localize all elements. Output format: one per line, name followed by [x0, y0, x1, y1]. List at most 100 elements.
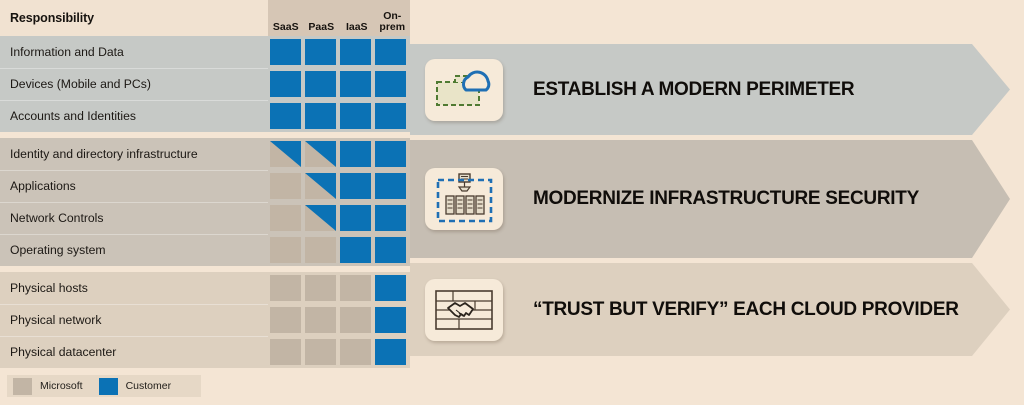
responsibility-cell-saas-microsoft[interactable] — [270, 205, 301, 231]
table-row[interactable]: Applications — [0, 170, 410, 202]
responsibility-cell-paas-customer[interactable] — [305, 71, 336, 97]
responsibility-cell-iaas-customer[interactable] — [340, 39, 371, 65]
responsibility-cell-iaas-customer[interactable] — [340, 173, 371, 199]
row-group-label-background — [0, 272, 268, 368]
row-group-label-background — [0, 138, 268, 266]
table-row-label: Applications — [10, 179, 76, 193]
table-header-col-onprem: On-prem — [375, 0, 411, 36]
responsibility-cell-iaas-customer[interactable] — [340, 141, 371, 167]
responsibility-cell-onprem-customer[interactable] — [375, 339, 406, 365]
responsibility-cell-saas-customer[interactable] — [270, 71, 301, 97]
responsibility-cell-iaas-microsoft[interactable] — [340, 275, 371, 301]
table-row-label: Network Controls — [10, 211, 104, 225]
responsibility-cell-saas-customer[interactable] — [270, 103, 301, 129]
responsibility-cell-paas-microsoft[interactable] — [305, 275, 336, 301]
responsibility-cell-saas-microsoft[interactable] — [270, 339, 301, 365]
responsibility-table: Responsibility SaaS PaaS IaaS On-prem — [0, 0, 410, 368]
row-separator — [0, 170, 268, 171]
table-header-col-iaas: IaaS — [339, 0, 375, 36]
table-row-cells — [268, 36, 410, 68]
responsibility-cell-saas-microsoft[interactable] — [270, 173, 301, 199]
handshake-contract-icon — [425, 279, 503, 341]
responsibility-cell-iaas-microsoft[interactable] — [340, 339, 371, 365]
table-row[interactable]: Accounts and Identities — [0, 100, 410, 132]
banner-title-establish-modern-perimeter: ESTABLISH A MODERN PERIMETER — [533, 78, 855, 100]
responsibility-cell-iaas-customer[interactable] — [340, 103, 371, 129]
table-header-col-paas: PaaS — [304, 0, 340, 36]
table-header-col-paas-label: PaaS — [308, 21, 335, 33]
responsibility-cell-paas-microsoft[interactable] — [305, 307, 336, 333]
responsibility-cell-saas-microsoft[interactable] — [270, 307, 301, 333]
table-row[interactable]: Operating system — [0, 234, 410, 266]
responsibility-cell-paas-microsoft[interactable] — [305, 339, 336, 365]
row-group-gap — [0, 132, 410, 138]
table-row-label: Physical network — [10, 313, 102, 327]
table-header-responsibility-label: Responsibility — [10, 11, 95, 25]
responsibility-cell-saas-shared[interactable] — [270, 141, 301, 167]
table-row-cells — [268, 234, 410, 266]
table-header-col-saas: SaaS — [268, 0, 304, 36]
responsibility-cell-onprem-customer[interactable] — [375, 141, 406, 167]
table-row[interactable]: Physical network — [0, 304, 410, 336]
legend-item-microsoft: Microsoft — [13, 377, 83, 395]
table-header-columns: SaaS PaaS IaaS On-prem — [268, 0, 410, 36]
table-row-label: Physical hosts — [10, 281, 88, 295]
table-row-cells — [268, 336, 410, 368]
responsibility-cell-saas-microsoft[interactable] — [270, 237, 301, 263]
table-row-cells — [268, 138, 410, 170]
responsibility-cell-saas-customer[interactable] — [270, 39, 301, 65]
row-separator — [0, 234, 268, 235]
legend-label-microsoft: Microsoft — [40, 380, 83, 392]
responsibility-cell-paas-shared[interactable] — [305, 141, 336, 167]
responsibility-cell-onprem-customer[interactable] — [375, 205, 406, 231]
banner-establish-modern-perimeter: ESTABLISH A MODERN PERIMETER — [410, 44, 1010, 135]
table-row-label: Information and Data — [10, 45, 124, 59]
banner-title-trust-but-verify: “TRUST BUT VERIFY” EACH CLOUD PROVIDER — [533, 298, 959, 320]
legend-label-customer: Customer — [125, 380, 172, 392]
table-row-label: Identity and directory infrastructure — [10, 147, 198, 161]
table-row-cells — [268, 272, 410, 304]
responsibility-cell-onprem-customer[interactable] — [375, 39, 406, 65]
responsibility-cell-saas-microsoft[interactable] — [270, 275, 301, 301]
table-row[interactable]: Devices (Mobile and PCs) — [0, 68, 410, 100]
responsibility-cell-paas-customer[interactable] — [305, 39, 336, 65]
responsibility-cell-paas-microsoft[interactable] — [305, 237, 336, 263]
table-row-cells — [268, 304, 410, 336]
banner-modernize-infrastructure-security: MODERNIZE INFRASTRUCTURE SECURITY — [410, 140, 1010, 258]
table-row[interactable]: Physical hosts — [0, 272, 410, 304]
responsibility-cell-onprem-customer[interactable] — [375, 307, 406, 333]
table-row-label: Devices (Mobile and PCs) — [10, 77, 151, 91]
row-separator — [0, 304, 268, 305]
responsibility-cell-iaas-customer[interactable] — [340, 71, 371, 97]
responsibility-cell-iaas-customer[interactable] — [340, 237, 371, 263]
responsibility-cell-paas-customer[interactable] — [305, 103, 336, 129]
responsibility-cell-paas-shared[interactable] — [305, 205, 336, 231]
responsibility-cell-onprem-customer[interactable] — [375, 275, 406, 301]
row-group-label-background — [0, 36, 268, 132]
banner-title-modernize-infrastructure-security: MODERNIZE INFRASTRUCTURE SECURITY — [533, 188, 919, 209]
legend-item-customer: Customer — [98, 377, 172, 395]
table-row-cells — [268, 170, 410, 202]
responsibility-cell-iaas-microsoft[interactable] — [340, 307, 371, 333]
table-row[interactable]: Physical datacenter — [0, 336, 410, 368]
table-header-col-iaas-label: IaaS — [345, 21, 368, 33]
table-header-col-saas-label: SaaS — [272, 21, 299, 33]
table-row-cells — [268, 202, 410, 234]
responsibility-cell-onprem-customer[interactable] — [375, 237, 406, 263]
responsibility-cell-onprem-customer[interactable] — [375, 103, 406, 129]
row-group-gap — [0, 266, 410, 272]
responsibility-cell-onprem-customer[interactable] — [375, 173, 406, 199]
responsibility-cell-paas-shared[interactable] — [305, 173, 336, 199]
table-row[interactable]: Identity and directory infrastructure — [0, 138, 410, 170]
table-header-col-onprem-label: On-prem — [379, 10, 406, 33]
table-row[interactable]: Network Controls — [0, 202, 410, 234]
responsibility-cell-iaas-customer[interactable] — [340, 205, 371, 231]
responsibility-cell-onprem-customer[interactable] — [375, 71, 406, 97]
row-separator — [0, 68, 268, 69]
table-row[interactable]: Information and Data — [0, 36, 410, 68]
server-rack-icon — [425, 168, 503, 230]
